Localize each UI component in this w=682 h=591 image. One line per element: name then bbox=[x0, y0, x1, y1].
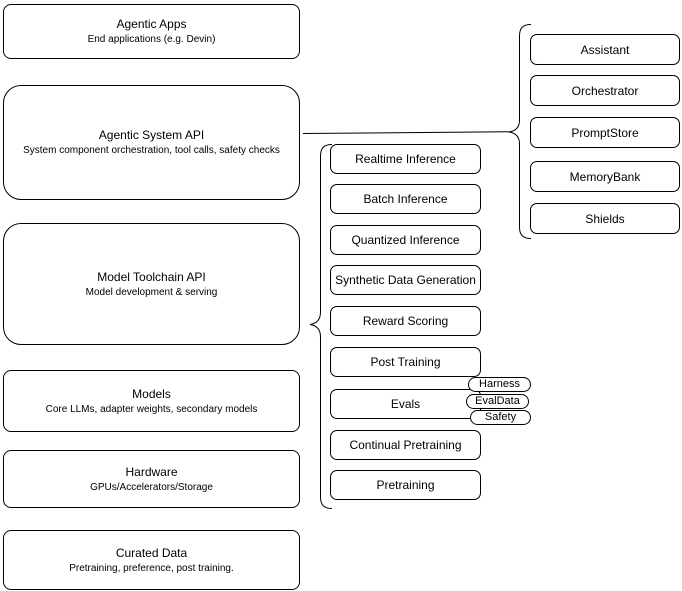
box-title: Hardware bbox=[125, 464, 178, 479]
box-label: Continual Pretraining bbox=[349, 438, 462, 452]
pill-label: EvalData bbox=[475, 395, 520, 407]
box-subtitle: Model development & serving bbox=[85, 286, 218, 298]
box-label: Shields bbox=[585, 211, 625, 226]
box-models: Models Core LLMs, adapter weights, secon… bbox=[3, 370, 300, 432]
box-label: Batch Inference bbox=[363, 192, 448, 206]
pill-safety: Safety bbox=[470, 410, 531, 425]
box-quantized-inference: Quantized Inference bbox=[330, 225, 481, 255]
box-hardware: Hardware GPUs/Accelerators/Storage bbox=[3, 450, 300, 508]
box-label: Orchestrator bbox=[571, 83, 639, 98]
box-subtitle: Pretraining, preference, post training. bbox=[69, 562, 234, 574]
box-title: Curated Data bbox=[115, 545, 188, 560]
box-orchestrator: Orchestrator bbox=[530, 75, 680, 106]
box-label: Pretraining bbox=[376, 478, 435, 492]
box-pretraining: Pretraining bbox=[330, 470, 481, 500]
box-memorybank: MemoryBank bbox=[530, 161, 680, 192]
toolchain-brace bbox=[309, 144, 333, 509]
box-curated-data: Curated Data Pretraining, preference, po… bbox=[3, 530, 300, 590]
box-continual-pretraining: Continual Pretraining bbox=[330, 430, 481, 460]
pill-evaldata: EvalData bbox=[466, 394, 529, 409]
box-subtitle: End applications (e.g. Devin) bbox=[87, 34, 216, 45]
pill-label: Safety bbox=[484, 411, 517, 423]
box-label: Reward Scoring bbox=[362, 314, 449, 328]
box-agentic-system-api: Agentic System API System component orch… bbox=[3, 85, 300, 200]
box-shields: Shields bbox=[530, 203, 680, 234]
box-label: Assistant bbox=[580, 42, 630, 57]
system-components-brace bbox=[508, 24, 532, 239]
box-post-training: Post Training bbox=[330, 347, 481, 377]
box-agentic-apps: Agentic Apps End applications (e.g. Devi… bbox=[3, 4, 300, 59]
box-assistant: Assistant bbox=[530, 34, 680, 65]
box-label: Post Training bbox=[370, 355, 441, 369]
box-label: Quantized Inference bbox=[351, 233, 460, 247]
box-label: MemoryBank bbox=[569, 169, 641, 184]
box-title: Agentic System API bbox=[98, 128, 205, 142]
box-label: Evals bbox=[390, 397, 421, 411]
box-label: Realtime Inference bbox=[355, 152, 456, 166]
box-promptstore: PromptStore bbox=[530, 117, 680, 148]
box-synthetic-data-generation: Synthetic Data Generation bbox=[330, 265, 481, 295]
box-label: Synthetic Data Generation bbox=[335, 273, 476, 287]
system-api-connector-line bbox=[302, 131, 510, 134]
box-subtitle: System component orchestration, tool cal… bbox=[23, 145, 280, 156]
box-label: PromptStore bbox=[571, 125, 639, 140]
box-evals: Evals bbox=[330, 389, 481, 419]
box-batch-inference: Batch Inference bbox=[330, 184, 481, 214]
box-subtitle: Core LLMs, adapter weights, secondary mo… bbox=[45, 403, 258, 415]
pill-label: Harness bbox=[479, 378, 520, 390]
box-model-toolchain-api: Model Toolchain API Model development & … bbox=[3, 223, 300, 345]
box-subtitle: GPUs/Accelerators/Storage bbox=[90, 481, 213, 493]
box-realtime-inference: Realtime Inference bbox=[330, 144, 481, 174]
box-title: Agentic Apps bbox=[116, 17, 187, 31]
box-reward-scoring: Reward Scoring bbox=[330, 306, 481, 336]
pill-harness: Harness bbox=[468, 377, 531, 392]
box-title: Model Toolchain API bbox=[97, 269, 206, 284]
box-title: Models bbox=[132, 386, 171, 401]
